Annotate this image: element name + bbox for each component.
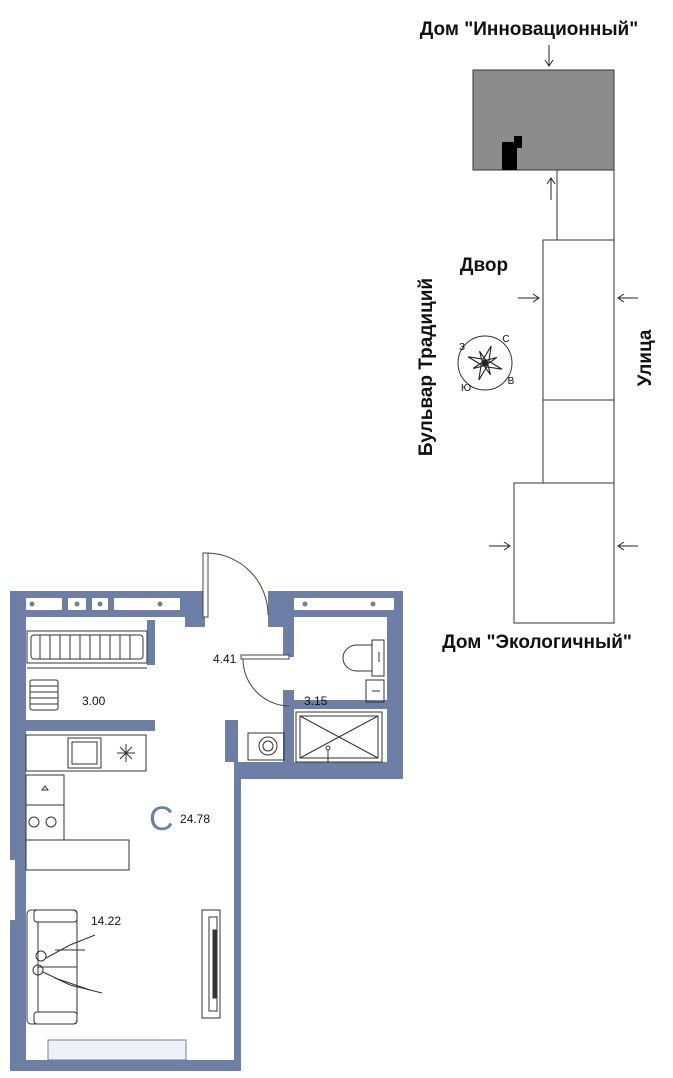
- entrance-arrows: [489, 45, 638, 551]
- living-furniture: [26, 909, 221, 1025]
- building-block-middle: [542, 239, 615, 401]
- kitchen-furniture: [25, 734, 147, 871]
- hall-door: [240, 654, 290, 707]
- arrow-up-connector: [546, 177, 556, 200]
- bathroom-fixtures: [247, 639, 385, 763]
- arrow-top: [544, 45, 554, 67]
- window-top-1: [26, 598, 62, 610]
- compass-ring: [457, 335, 513, 391]
- window-dots: [29, 601, 376, 607]
- compass-rose: С З Ю В: [457, 334, 515, 394]
- windows: [10, 598, 394, 1061]
- compass-star-icon: [467, 345, 503, 381]
- floor-plan: 4.41 3.00 3.15 C 24.78 14.22: [10, 552, 403, 1071]
- building-bottom-label: Дом "Экологичный": [442, 632, 632, 653]
- compass-south: Ю: [461, 383, 471, 394]
- building-block-narrow: [556, 169, 615, 241]
- compass-east: В: [508, 376, 515, 387]
- bathroom-area: 3.15: [304, 694, 328, 708]
- window-left: [10, 860, 15, 920]
- boulevard-label: Бульвар Традиций: [416, 278, 437, 456]
- window-top-4: [114, 598, 180, 610]
- stove-icon: [25, 804, 65, 841]
- building-bottom: [513, 482, 615, 624]
- living-area: 14.22: [91, 914, 121, 928]
- apartment-marker: [502, 136, 522, 170]
- building-top-highlight: [472, 69, 615, 171]
- snowflake-icon: [117, 744, 135, 762]
- building-top-label: Дом "Инновационный": [420, 19, 639, 40]
- compass-west: З: [459, 342, 465, 353]
- kitchen-counter: [25, 734, 147, 772]
- site-plan: Дом "Инновационный" Дом "Экологичный" Дв…: [416, 19, 656, 653]
- yard-label: Двор: [460, 255, 508, 276]
- shower-tray-icon: [295, 711, 383, 763]
- hall-area: 4.41: [213, 652, 237, 666]
- arrow-bottom-right: [617, 541, 638, 551]
- arrow-yard-left: [518, 293, 540, 303]
- arrow-bottom-left: [489, 541, 511, 551]
- entry-door: [202, 552, 269, 618]
- window-bottom: [47, 1039, 187, 1061]
- compass-north: С: [502, 334, 509, 345]
- building-block-small: [542, 399, 615, 484]
- radiator-top-icon: [30, 634, 144, 660]
- window-top-5: [294, 598, 394, 610]
- storage-area: 3.00: [82, 694, 106, 708]
- radiator-side-icon: [29, 679, 59, 711]
- person-icon: [32, 934, 103, 994]
- toilet-icon: [342, 639, 385, 677]
- street-label: Улица: [635, 329, 656, 386]
- studio-symbol: C: [149, 800, 174, 838]
- washbasin-icon: [365, 679, 385, 703]
- tv-cabinet-icon: [201, 909, 221, 1019]
- arrow-street-right: [617, 293, 638, 303]
- washing-machine-icon: [247, 732, 285, 761]
- storage-shelves: [26, 630, 148, 711]
- sink-icon: [67, 737, 102, 769]
- sofa-icon: [26, 909, 78, 1025]
- kitchen-area: 24.78: [180, 812, 210, 826]
- dining-counter: [25, 839, 130, 871]
